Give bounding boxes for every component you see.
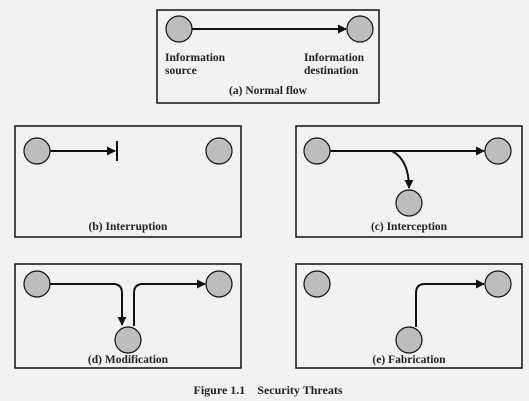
- caption-modification: (d) Modification: [88, 354, 169, 366]
- node-fabricator: [395, 326, 423, 354]
- node-source: [165, 15, 193, 43]
- caption-interruption: (b) Interruption: [89, 221, 169, 233]
- caption-interception: (c) Interception: [371, 221, 448, 233]
- panel-normal-flow: Information source Information destinati…: [156, 9, 380, 104]
- panel-frame: [14, 125, 242, 238]
- source-label-line1: Information: [165, 52, 226, 64]
- node-destination: [205, 270, 233, 298]
- node-source: [23, 270, 51, 298]
- intercept-arrow: [391, 150, 414, 189]
- caption-normal-flow: (a) Normal flow: [229, 85, 308, 97]
- flow-to-modifier-arrow: [50, 283, 127, 326]
- panel-frame: [295, 263, 523, 369]
- node-destination: [205, 137, 233, 165]
- source-label-line2: source: [165, 65, 197, 77]
- panel-frame: [295, 125, 523, 238]
- panel-frame: [14, 263, 242, 369]
- node-source: [23, 137, 51, 165]
- node-destination: [484, 137, 512, 165]
- flow-from-modifier-arrow: [133, 279, 206, 326]
- panel-frame: [156, 9, 380, 104]
- caption-fabrication: (e) Fabrication: [372, 354, 446, 366]
- node-source: [303, 137, 331, 165]
- panel-interception: (c) Interception: [295, 125, 523, 238]
- node-destination: [484, 270, 512, 298]
- destination-label-line2: destination: [304, 65, 359, 77]
- node-modifier: [114, 326, 142, 354]
- panel-fabrication: (e) Fabrication: [295, 263, 523, 369]
- panel-interruption: (b) Interruption: [14, 125, 242, 238]
- figure-caption: Figure 1.1 Security Threats: [194, 383, 343, 397]
- fabricated-flow-arrow: [415, 279, 485, 327]
- panel-modification: (d) Modification: [14, 263, 242, 369]
- node-destination: [346, 15, 374, 43]
- node-source: [303, 270, 331, 298]
- node-interceptor: [395, 189, 423, 217]
- destination-label-line1: Information: [304, 52, 365, 64]
